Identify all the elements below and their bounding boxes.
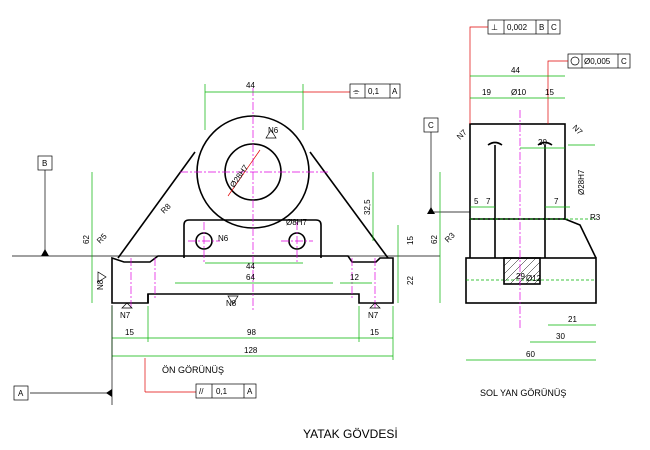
drawing-title: YATAK GÖVDESİ <box>303 427 398 441</box>
side-view: ⊥ 0,002 B C Ø0,005 C 44 19 Ø10 15 20 Ø28… <box>423 19 631 398</box>
dim-32-5: 32,5 <box>363 199 372 215</box>
side-dim-21: 21 <box>568 315 577 324</box>
dim-44-mid: 44 <box>246 262 255 271</box>
side-dim-10: Ø10 <box>511 88 527 97</box>
surface-mark-n6-top: N6 <box>268 126 279 135</box>
side-view-title: SOL YAN GÖRÜNÜŞ <box>480 388 566 398</box>
circularity-value: Ø0,005 <box>584 57 611 66</box>
side-transition <box>469 218 597 259</box>
side-radius-r3-right: R3 <box>590 213 601 222</box>
surface-mark-triangle <box>369 302 381 309</box>
side-bore-top <box>487 141 553 146</box>
surface-mark-n8-left: N8 <box>96 279 105 290</box>
perpendicular-datum2: C <box>551 23 557 32</box>
dim-22: 22 <box>406 276 415 285</box>
symmetry-datum: A <box>392 87 398 96</box>
perpendicular-leader <box>469 26 488 124</box>
surface-mark-triangle <box>227 295 239 305</box>
circularity-datum: C <box>621 57 627 66</box>
symmetry-value: 0,1 <box>368 87 380 96</box>
parallel-tolerance-frame <box>195 383 257 399</box>
radius-r5: R5 <box>95 231 109 245</box>
datum-c-triangle <box>427 207 435 214</box>
symmetry-icon: ⌯ <box>353 87 360 96</box>
datum-b-triangle <box>41 249 49 256</box>
side-dim-62: 62 <box>430 235 439 244</box>
side-hatched-hole <box>503 257 541 285</box>
boss-block <box>183 219 322 258</box>
body-right-side <box>309 151 389 259</box>
datum-a-triangle <box>106 389 112 397</box>
body-left-side <box>117 151 196 259</box>
surface-mark-n7-left: N7 <box>120 311 131 320</box>
side-surface-n7-right: N7 <box>571 123 585 137</box>
symmetry-tolerance-frame <box>349 83 401 99</box>
datum-c-label: C <box>428 121 434 130</box>
dim-62-front: 62 <box>82 235 91 244</box>
side-upper-block <box>469 123 566 220</box>
front-view: Ø28H7 44 ⌯ 0,1 A N6 32,5 Ø8H7 15 22 62 <box>12 81 440 405</box>
radius-r8: R8 <box>159 201 173 215</box>
perpendicular-datum1: B <box>539 23 544 32</box>
side-dim-7-left: 7 <box>486 197 491 206</box>
dim-15-left: 15 <box>125 328 134 337</box>
circularity-leader <box>547 60 568 124</box>
surface-mark-n7-right: N7 <box>368 311 379 320</box>
datum-a-box <box>13 385 29 401</box>
surface-mark-n6-mid: N6 <box>218 234 229 243</box>
side-dim-19: 19 <box>482 88 491 97</box>
perpendicular-icon: ⊥ <box>491 23 498 32</box>
dim-128: 128 <box>244 346 258 355</box>
dim-15-v: 15 <box>406 236 415 245</box>
side-dim-12: Ø12 <box>526 274 542 283</box>
side-surface-n7-left: N7 <box>455 127 469 141</box>
parallel-value: 0,1 <box>216 387 228 396</box>
dim-44-top: 44 <box>246 81 255 90</box>
side-dim-7-right: 7 <box>554 197 559 206</box>
side-radius-r3-left: R3 <box>443 230 457 244</box>
hatch-pattern <box>503 257 541 285</box>
surface-mark-triangle <box>265 129 277 139</box>
surface-mark-triangle <box>97 271 107 283</box>
side-dim-5: 5 <box>474 197 479 206</box>
side-dim-29: 29 <box>516 272 525 281</box>
datum-b-label: B <box>42 159 47 168</box>
side-dim-44: 44 <box>511 66 520 75</box>
datum-a-label: A <box>18 389 24 398</box>
surface-mark-n8-bottom: N8 <box>226 299 237 308</box>
dim-12: 12 <box>350 273 359 282</box>
dim-64: 64 <box>246 273 255 282</box>
side-dim-30: 30 <box>556 332 565 341</box>
side-dim-60: 60 <box>526 350 535 359</box>
dim-15-right: 15 <box>370 328 379 337</box>
side-bore-label: Ø28H7 <box>577 169 586 195</box>
bore-diameter-label: Ø28H7 <box>228 163 250 189</box>
pin-diameter-label: Ø8H7 <box>286 218 307 227</box>
parallel-datum: A <box>247 387 253 396</box>
parallel-icon: // <box>199 387 204 396</box>
bore-leader <box>227 149 261 197</box>
dim-98: 98 <box>247 328 256 337</box>
side-dim-20: 20 <box>538 138 547 147</box>
surface-mark-triangle <box>121 302 133 309</box>
perpendicular-value: 0,002 <box>507 23 528 32</box>
circularity-icon <box>570 56 580 66</box>
side-bore-walls <box>494 145 546 258</box>
side-dim-15: 15 <box>545 88 554 97</box>
front-view-title: ÖN GÖRÜNÜŞ <box>162 365 224 375</box>
